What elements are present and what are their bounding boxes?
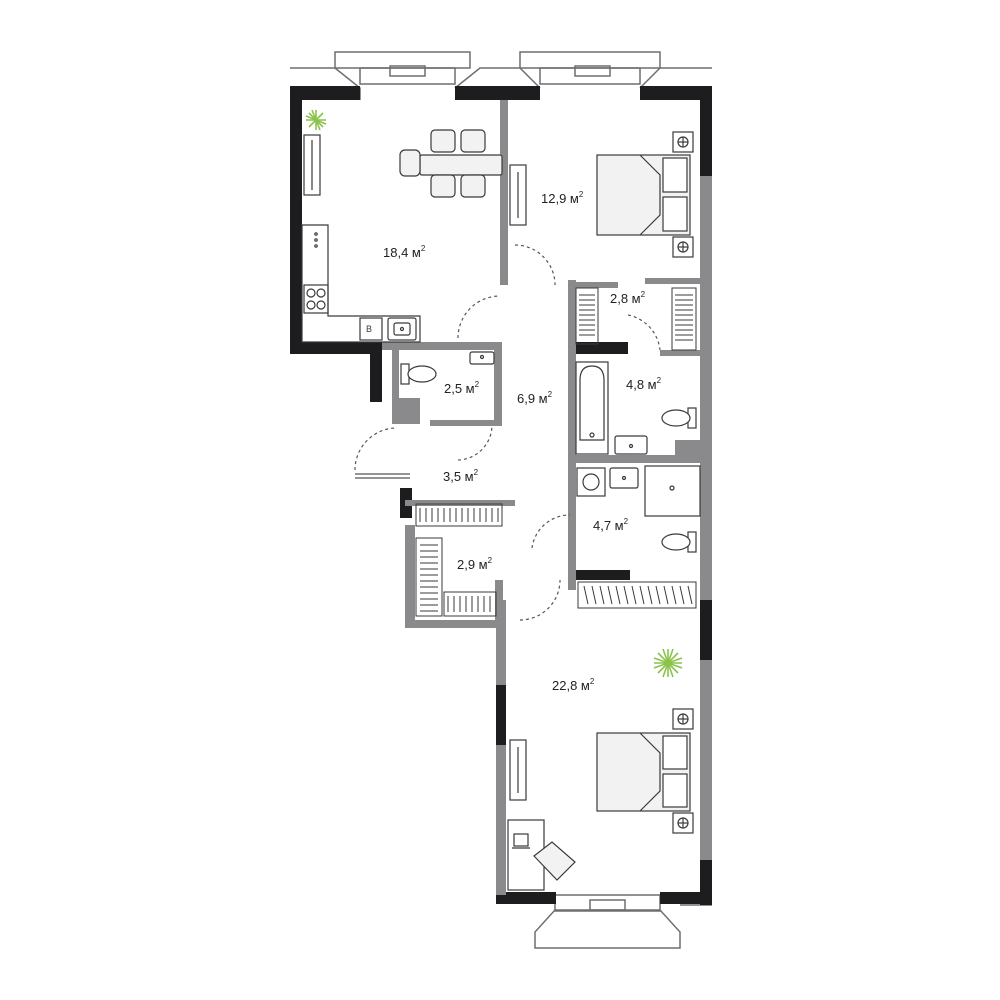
toilet-icon: [661, 407, 697, 429]
radiator-icon: [509, 164, 527, 226]
room-area-label: 2,5 м2: [444, 380, 480, 396]
window-icon: [290, 51, 712, 949]
room-labels: 18,4 м2 12,9 м2 2,8 м2 2,5 м2 6,9 м2 4,8…: [383, 190, 662, 693]
toilet-icon: [400, 363, 437, 385]
interior-walls: [382, 100, 712, 895]
plant-icon: [305, 109, 327, 131]
double-bed-icon: [596, 154, 691, 236]
washbasin-icon: [469, 351, 495, 365]
room-area-label: 18,4 м2: [383, 244, 426, 260]
shower-icon: [644, 465, 701, 517]
armchair-icon: [533, 841, 576, 881]
room-area-label: 12,9 м2: [541, 190, 584, 206]
double-bed-icon: [596, 732, 691, 812]
radiator-icon: [509, 739, 527, 801]
wardrobe-icon: [577, 581, 697, 609]
room-area-label: 4,7 м2: [593, 517, 629, 533]
washing-machine-icon: [576, 467, 606, 497]
sink-icon: B: [359, 317, 417, 341]
wardrobe-icon: [575, 287, 697, 351]
room-area-label: 2,9 м2: [457, 556, 493, 572]
room-area-label: 2,8 м2: [610, 290, 646, 306]
svg-text:B: B: [366, 324, 372, 334]
room-area-label: 3,5 м2: [443, 468, 479, 484]
bathtub-icon: [575, 361, 609, 455]
washbasin-icon: [614, 435, 648, 455]
radiator-icon: [303, 134, 321, 196]
nightstand-icon: [672, 708, 694, 834]
room-area-label: 6,9 м2: [517, 390, 553, 406]
exterior-walls: [290, 86, 712, 905]
stove-icon: [303, 284, 329, 314]
toilet-icon: [661, 531, 697, 553]
door-swing-icon: [354, 244, 661, 621]
dining-table-icon: [399, 129, 503, 198]
nightstand-icon: [672, 131, 694, 258]
wardrobe-icon: [415, 503, 503, 617]
kitchen-counter-icon: [301, 224, 421, 343]
washbasin-icon: [609, 467, 639, 489]
room-area-label: 22,8 м2: [552, 677, 595, 693]
plant-icon: [653, 648, 683, 678]
room-area-label: 4,8 м2: [626, 376, 662, 392]
